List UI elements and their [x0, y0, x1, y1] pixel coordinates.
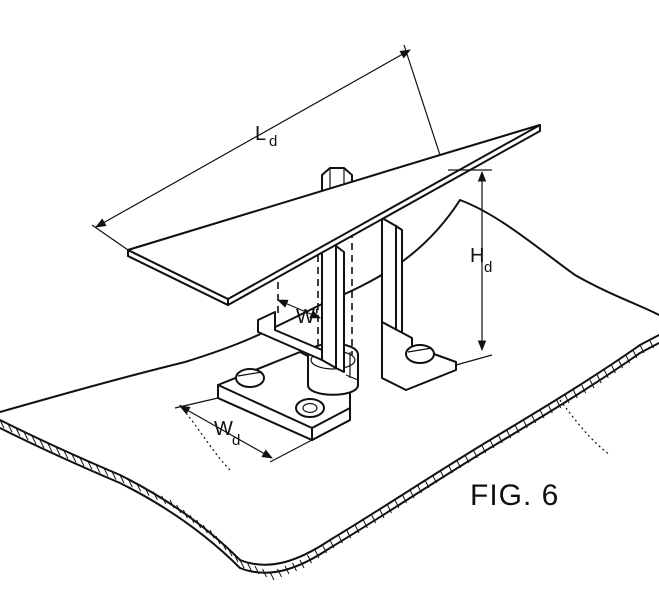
width-label: W [214, 418, 233, 440]
figure-caption: FIG. 6 [470, 479, 559, 512]
dimension-length: L d [91, 44, 441, 251]
dimension-inner-width: W' [277, 299, 321, 328]
height-label: H [470, 245, 484, 267]
length-label-subscript: d [269, 133, 277, 150]
right-upright-bracket [354, 194, 457, 391]
left-upright-bracket [257, 221, 359, 381]
width-label-subscript: d [232, 432, 240, 449]
ground-slab [0, 199, 659, 581]
inner-width-label: W' [296, 306, 319, 328]
dimension-width: W d [174, 397, 313, 463]
height-label-subscript: d [484, 259, 492, 276]
dimension-height: H d [448, 169, 492, 366]
length-label: L [255, 123, 266, 145]
slab-edge-hatching [0, 339, 654, 581]
